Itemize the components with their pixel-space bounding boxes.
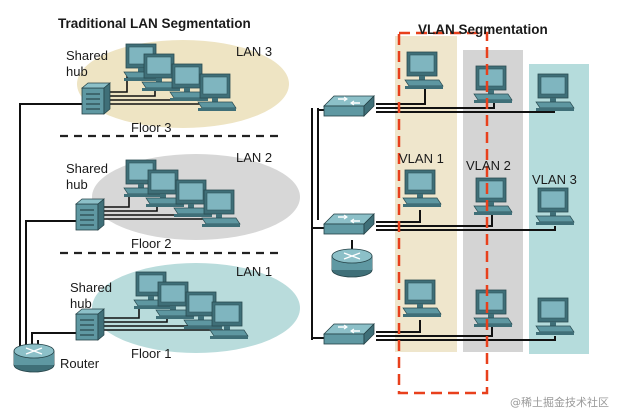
switch-icon [323, 213, 375, 235]
traditional-title: Traditional LAN Segmentation [58, 16, 251, 31]
router-label: Router [60, 356, 100, 371]
pc-icon [402, 169, 442, 208]
hub-icon [75, 308, 105, 341]
floor-label: Floor 1 [131, 346, 172, 361]
vlan-diagram [311, 31, 589, 395]
vlan1-highlight-box [397, 31, 489, 395]
vlan-title: VLAN Segmentation [418, 22, 548, 37]
vlan-label: VLAN 2 [466, 158, 511, 173]
pc-icon [535, 297, 575, 336]
pc-icon [209, 301, 249, 340]
pc-icon [473, 65, 513, 104]
pc-icon [473, 177, 513, 216]
hub-label: Shared [66, 161, 108, 176]
hub-label: Shared [66, 48, 108, 63]
traditional-lan-diagram [13, 40, 300, 373]
hub-icon [81, 82, 111, 115]
lan-label: LAN 2 [236, 150, 273, 165]
switch-icon [323, 95, 375, 117]
hub-label: Shared [70, 280, 112, 295]
pc-icon [535, 73, 575, 112]
watermark-text: @稀土掘金技术社区 [510, 396, 609, 409]
hub-label: hub [66, 177, 88, 192]
hub-label: hub [70, 296, 92, 311]
pc-icon [402, 279, 442, 318]
pc-icon [535, 187, 575, 226]
hub-icon [75, 198, 105, 231]
vlan-label: VLAN 3 [532, 172, 577, 187]
floor-label: Floor 3 [131, 120, 172, 135]
pc-icon [201, 189, 241, 228]
floor-label: Floor 2 [131, 236, 172, 251]
router-icon [13, 343, 55, 373]
pc-icon [473, 289, 513, 328]
hub-label: hub [66, 64, 88, 79]
vlan-label: VLAN 1 [399, 151, 444, 166]
switch-icon [323, 323, 375, 345]
lan-label: LAN 3 [236, 44, 273, 59]
pc-icon [197, 73, 237, 112]
pc-icon [404, 51, 444, 90]
lan-label: LAN 1 [236, 264, 273, 279]
router-icon [331, 248, 373, 278]
